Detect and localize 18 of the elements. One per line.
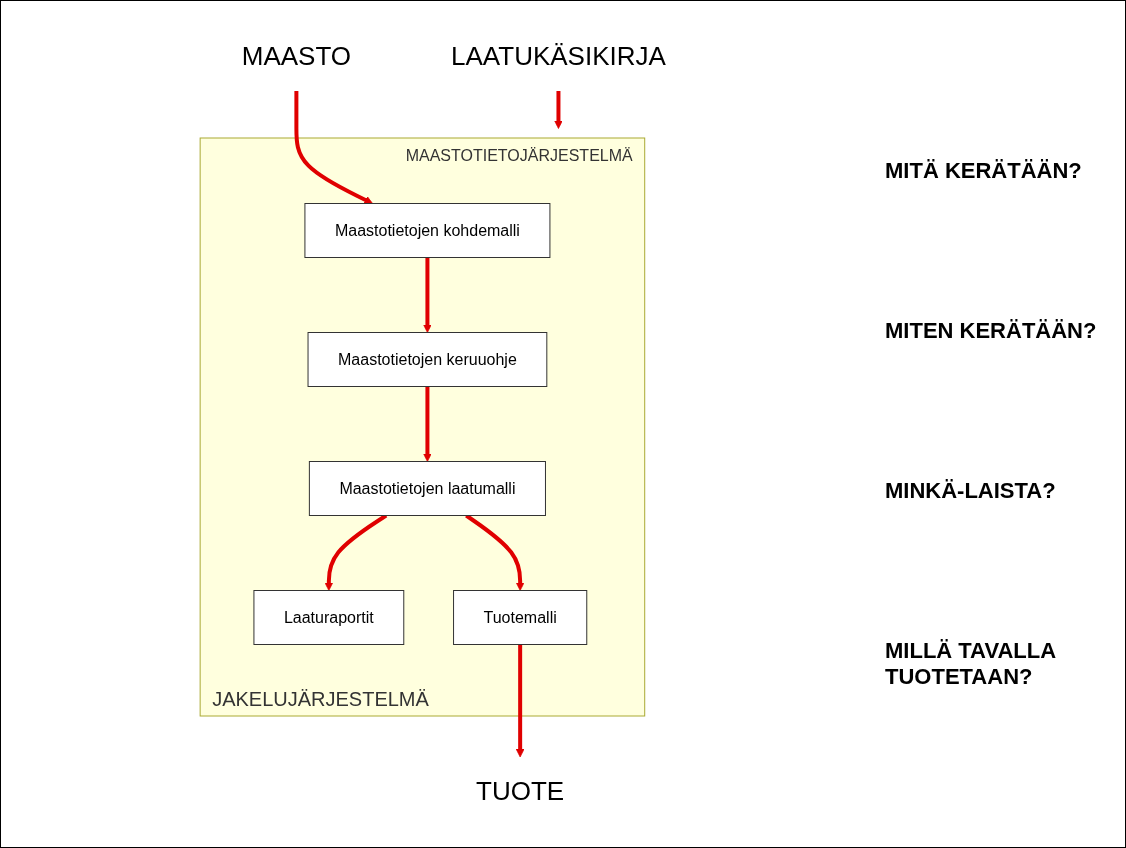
system-label: JAKELUJÄRJESTELMÄ	[212, 688, 429, 710]
node-text: TUOTE	[476, 776, 565, 806]
node-box: Tuotemalli	[453, 590, 588, 645]
arrow	[515, 644, 525, 758]
node-box: Maastotietojen keruuohje	[307, 332, 548, 387]
node-box: Maastotietojen laatumalli	[308, 461, 546, 516]
node-box: Laaturaportit	[253, 590, 405, 645]
arrow	[423, 257, 432, 333]
question-note: MINKÄ-LAISTA?	[885, 478, 1057, 504]
arrow	[554, 91, 563, 129]
question-note: MILLÄ TAVALLA TUOTETAAN?	[885, 638, 1057, 690]
node-box: Maastotietojen kohdemalli	[304, 203, 551, 258]
node-text: MAASTO	[241, 41, 352, 71]
question-note: MITEN KERÄTÄÄN?	[885, 318, 1098, 344]
arrow	[423, 386, 432, 462]
question-note: MITÄ KERÄTÄÄN?	[885, 158, 1083, 184]
node-text: LAATUKÄSIKIRJA	[451, 41, 666, 71]
arrow	[294, 91, 373, 204]
